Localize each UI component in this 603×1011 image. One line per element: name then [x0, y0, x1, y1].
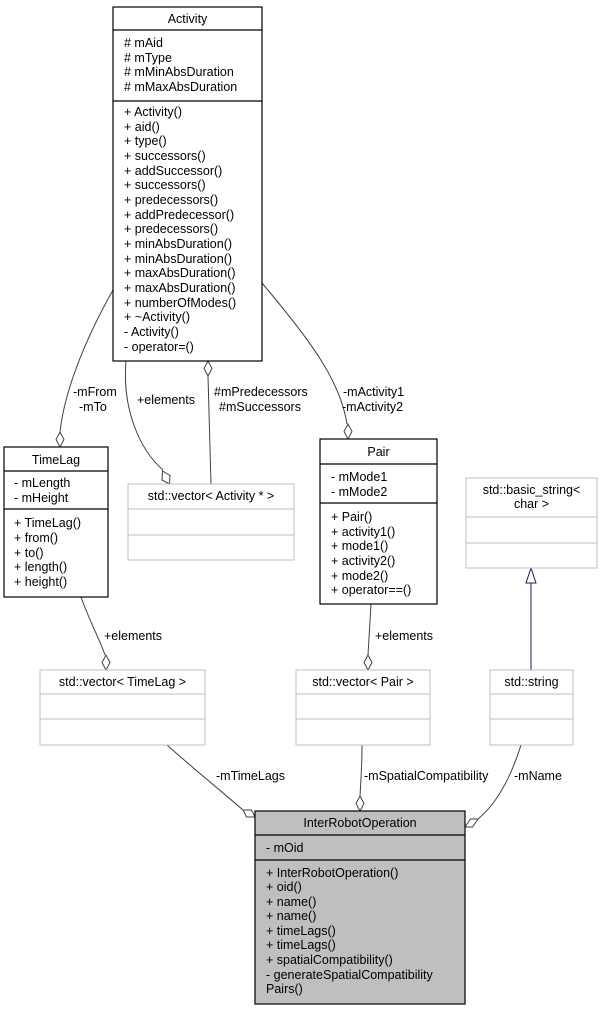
method: + successors()	[124, 149, 206, 163]
method: + type()	[124, 134, 167, 148]
class-name: std::vector< Pair >	[312, 675, 413, 689]
edge-aggregation-diamond	[161, 470, 171, 485]
edge-label-mtimelags: -mTimeLags	[216, 769, 285, 783]
edge-aggregation-diamond	[363, 653, 373, 672]
edge-label-elements-pair: +elements	[375, 629, 433, 643]
method: + length()	[14, 560, 67, 574]
edge-aggregation-diamond	[101, 653, 111, 672]
class-activity: Activity # mAid # mType # mMinAbsDuratio…	[112, 6, 263, 362]
edge-vector-timelag-elements	[80, 596, 106, 656]
method: - generateSpatialCompatibility	[266, 968, 434, 982]
edge-label-mactivity2: -mActivity2	[342, 400, 403, 414]
class-name: std::string	[504, 675, 558, 689]
method: + minAbsDuration()	[124, 237, 232, 251]
attribute: # mMaxAbsDuration	[124, 80, 237, 94]
edge-aggregation-diamond	[242, 809, 256, 818]
edge-label-elements-timelag: +elements	[104, 629, 162, 643]
method: - operator=()	[124, 340, 194, 354]
method: + activity1()	[331, 525, 395, 539]
method: + maxAbsDuration()	[124, 281, 236, 295]
method: + operator==()	[331, 583, 411, 597]
class-string: std::string	[489, 669, 574, 746]
method: + name()	[266, 909, 316, 923]
method: + spatialCompatibility()	[266, 953, 393, 967]
method: + oid()	[266, 880, 302, 894]
attribute: - mHeight	[14, 491, 69, 505]
class-name: std::vector< Activity * >	[148, 489, 274, 503]
edge-label-mname: -mName	[514, 769, 562, 783]
class-basic-string: std::basic_string< char >	[465, 477, 598, 569]
edge-name	[477, 744, 522, 820]
class-timelag: TimeLag - mLength - mHeight + TimeLag() …	[3, 446, 109, 598]
inheritance-arrow	[525, 566, 537, 584]
method: Pairs()	[266, 982, 303, 996]
class-name: Pair	[367, 445, 389, 459]
edge-aggregation-diamond	[203, 359, 213, 378]
method: + Pair()	[331, 510, 372, 524]
class-pair: Pair - mMode1 - mMode2 + Pair() + activi…	[319, 438, 438, 605]
method: + from()	[14, 531, 58, 545]
class-name: TimeLag	[32, 453, 80, 467]
method: + height()	[14, 575, 67, 589]
method: + maxAbsDuration()	[124, 266, 236, 280]
edge-activity-pair	[261, 282, 348, 425]
class-name: std::basic_string<	[483, 483, 581, 497]
method: + predecessors()	[124, 222, 218, 236]
method: + minAbsDuration()	[124, 252, 232, 266]
method: + aid()	[124, 120, 160, 134]
method: + addPredecessor()	[124, 208, 234, 222]
edge-label-elements-activity: +elements	[137, 393, 195, 407]
method: + predecessors()	[124, 193, 218, 207]
method: + numberOfModes()	[124, 296, 236, 310]
edge-activity-timelag	[59, 289, 114, 433]
attribute: # mMinAbsDuration	[124, 65, 234, 79]
class-name: std::vector< TimeLag >	[59, 675, 186, 689]
method: + addSuccessor()	[124, 164, 222, 178]
edge-label-mspatialcompatibility: -mSpatialCompatibility	[364, 769, 489, 783]
method: + name()	[266, 895, 316, 909]
attribute: - mMode2	[331, 485, 387, 499]
edge-label-mfrom: -mFrom	[73, 385, 117, 399]
attribute: # mType	[124, 51, 172, 65]
edge-label-mpredecessors: #mPredecessors	[214, 385, 308, 399]
method: + successors()	[124, 178, 206, 192]
edge-vector-activity-elements	[124, 360, 164, 471]
method: + timeLags()	[266, 938, 336, 952]
method: + Activity()	[124, 105, 182, 119]
method: + to()	[14, 546, 44, 560]
attribute: - mOid	[266, 841, 304, 855]
class-vector-timelag: std::vector< TimeLag >	[39, 669, 206, 746]
class-name: char >	[514, 497, 549, 511]
class-vector-pair: std::vector< Pair >	[295, 669, 431, 746]
method: + ~Activity()	[124, 310, 190, 324]
edge-aggregation-diamond	[464, 818, 479, 828]
method: + TimeLag()	[14, 516, 81, 530]
class-inter-robot-operation: InterRobotOperation - mOid + InterRobotO…	[254, 810, 466, 1005]
edge-label-mactivity1: -mActivity1	[343, 385, 404, 399]
method: + mode1()	[331, 539, 388, 553]
method: + mode2()	[331, 569, 388, 583]
method: - Activity()	[124, 325, 179, 339]
class-name: Activity	[168, 12, 208, 26]
edge-vector-pair-elements	[367, 603, 372, 656]
attribute: - mMode1	[331, 470, 387, 484]
edge-label-msuccessors: #mSuccessors	[219, 400, 301, 414]
attribute: # mAid	[124, 36, 163, 50]
class-name: InterRobotOperation	[303, 816, 416, 830]
class-vector-activity: std::vector< Activity * >	[127, 483, 295, 561]
edge-spatial-compatibility	[359, 744, 363, 797]
attribute: - mLength	[14, 476, 70, 490]
edge-aggregation-diamond	[55, 430, 65, 449]
edge-timelags	[166, 744, 244, 811]
edge-aggregation-diamond	[343, 422, 353, 441]
edge-pred-succ	[207, 375, 212, 485]
method: + InterRobotOperation()	[266, 866, 398, 880]
method: + activity2()	[331, 554, 395, 568]
edge-aggregation-diamond	[355, 794, 365, 813]
method: + timeLags()	[266, 924, 336, 938]
edge-label-mto: -mTo	[79, 400, 107, 414]
